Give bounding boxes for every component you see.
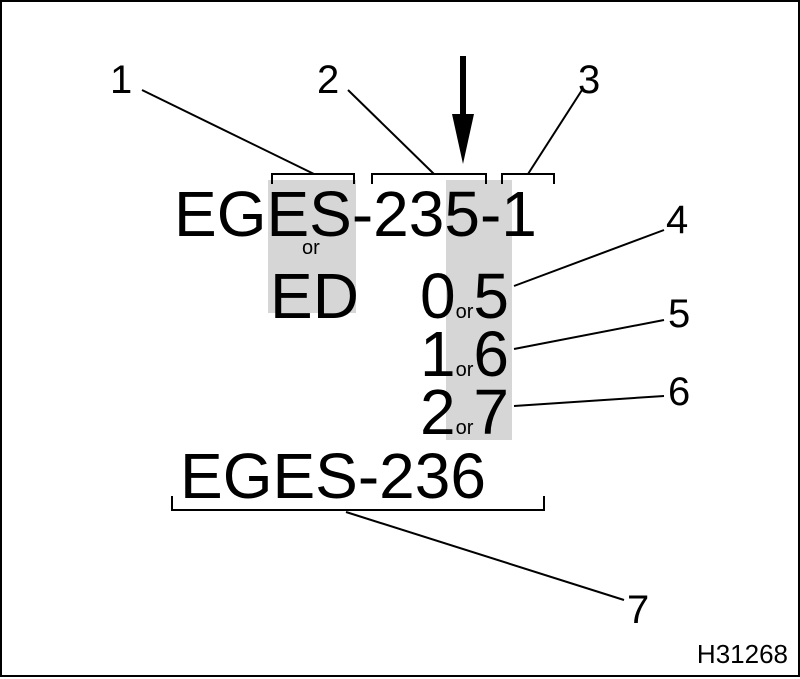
leader-1 [141, 89, 315, 175]
callout-5: 5 [668, 292, 691, 336]
model-code-part4: 5 [444, 178, 480, 250]
leader-3 [527, 89, 583, 175]
variant-a: 0 [420, 260, 456, 332]
callout-6: 6 [668, 370, 691, 414]
model-code: EGES-235-1 [174, 182, 537, 246]
model-code-part2: ES [266, 178, 352, 250]
alt-prefix: ED [270, 260, 359, 332]
variant-b: 7 [473, 376, 509, 448]
variant-b: 6 [473, 318, 509, 390]
variant-or: or [455, 301, 474, 323]
bracket-2 [371, 173, 487, 184]
variant-a: 2 [420, 376, 456, 448]
callout-2: 2 [317, 58, 340, 102]
leader-4 [513, 229, 665, 287]
alt-or-label: or [302, 237, 320, 259]
bracket-7 [171, 496, 545, 511]
leader-2 [347, 89, 435, 175]
variant-highlight [446, 180, 512, 440]
model-code-part1: EG [174, 178, 267, 250]
arrow-down-icon [452, 56, 474, 164]
callout-3: 3 [578, 58, 601, 102]
variant-row-1: 0or5 [420, 264, 509, 328]
callout-1: 1 [110, 58, 133, 102]
leader-6 [513, 395, 665, 407]
callout-4: 4 [666, 198, 689, 242]
leader-5 [513, 319, 665, 350]
variant-b: 5 [473, 260, 509, 332]
model-code-part3: -23 [351, 178, 445, 250]
model-code-part5: -1 [479, 178, 537, 250]
second-model-code: EGES-236 [180, 440, 486, 512]
variant-a: 1 [420, 318, 456, 390]
figure-code: H31268 [696, 639, 788, 669]
variant-or: or [455, 417, 474, 439]
prefix-highlight [268, 180, 356, 313]
callout-7: 7 [627, 588, 650, 632]
variant-row-3: 2or7 [420, 380, 509, 444]
variant-row-2: 1or6 [420, 322, 509, 386]
leader-7 [345, 511, 625, 601]
variant-or: or [455, 359, 474, 381]
